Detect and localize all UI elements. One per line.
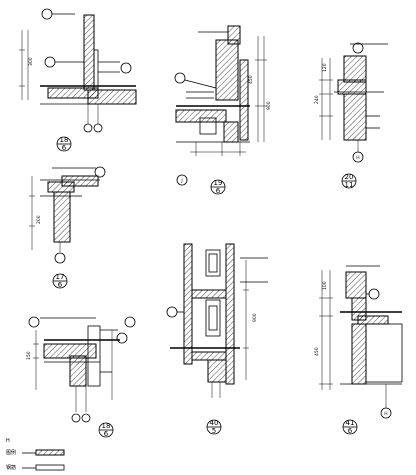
wall-section [215, 39, 239, 101]
axis-letter: J [180, 178, 182, 184]
axis-marker [71, 413, 81, 423]
dim-text: 450 [248, 75, 254, 84]
dim-text: 900 [266, 101, 272, 110]
legend-label-2: 钢筋 [6, 464, 16, 471]
axis-marker [54, 252, 66, 264]
detail-number: 20 [345, 173, 354, 181]
detail-number: 18 [60, 136, 69, 144]
dim-text: 450 [314, 347, 320, 356]
axis-marker [93, 123, 103, 133]
detail-number: 40 [210, 419, 219, 427]
axis-letter: H [356, 155, 359, 161]
dim-text: 150 [26, 351, 32, 360]
detail-callout [120, 62, 132, 74]
dim-text: 300 [28, 57, 34, 66]
detail-sheet: 6 [58, 281, 63, 289]
window-frame [205, 299, 221, 337]
detail-number: 19 [214, 179, 223, 187]
detail-20-top-right: 240 120 H 20 11 [314, 42, 388, 189]
detail-41-bottom-right: 450 100 H 41 6 [314, 265, 403, 435]
dim-text: 240 [314, 95, 320, 104]
legend-title: H [6, 438, 10, 444]
detail-callout [94, 166, 106, 178]
detail-sheet: 6 [62, 144, 67, 152]
detail-sheet: 11 [345, 181, 354, 189]
floor-slab [175, 109, 227, 123]
detail-sheet: 6 [348, 427, 353, 435]
axis-marker [83, 123, 93, 133]
detail-sheet: 5 [212, 427, 216, 435]
window-frame [205, 249, 221, 277]
detail-callout [124, 316, 136, 328]
wall-section [183, 243, 193, 365]
floor-slab [357, 315, 389, 325]
legend-swatch-outline [35, 464, 65, 471]
detail-40-bottom-center: 900 40 5 [166, 243, 268, 435]
wall-section [343, 93, 367, 141]
floor-slab [191, 351, 227, 361]
dim-text: 200 [36, 215, 42, 224]
wall-section [53, 191, 71, 243]
parapet-section [343, 55, 367, 83]
dim-text: 120 [322, 63, 328, 72]
detail-callout [166, 306, 178, 318]
detail-17-mid-left: 200 17 6 [29, 166, 106, 289]
detail-callout [352, 42, 364, 54]
detail-sheet: 6 [216, 187, 221, 195]
axis-marker [176, 174, 188, 186]
wall-section [351, 323, 367, 385]
detail-number: 18 [102, 422, 111, 430]
detail-callout [174, 72, 186, 84]
axis-letter: H [384, 411, 387, 417]
legend-label-1: 图例 [6, 449, 16, 456]
axis-marker [380, 407, 392, 419]
axis-marker [352, 151, 364, 163]
window-frame [199, 117, 217, 135]
axis-marker [81, 413, 91, 423]
detail-callout [116, 332, 128, 344]
detail-callout [44, 56, 56, 68]
detail-number: 17 [56, 273, 65, 281]
detail-callout [28, 316, 40, 328]
detail-number: 41 [346, 419, 355, 427]
wall-section [83, 14, 95, 91]
detail-sheet: 6 [104, 430, 109, 438]
dim-text: 100 [322, 281, 328, 290]
detail-callout [368, 288, 380, 300]
legend-swatch-hatch [35, 449, 65, 456]
section-marker [41, 8, 53, 20]
detail-18-bottom-left: 150 18 6 [26, 316, 136, 438]
window-frame [365, 323, 403, 383]
parapet-section [345, 271, 367, 299]
dim-text: 900 [252, 313, 258, 322]
legend: H 图例 钢筋 [6, 438, 65, 471]
detail-19-top-center: 900 450 J 19 6 [174, 25, 272, 195]
detail-18-top-left: 300 18 6 [19, 8, 137, 152]
wall-section [69, 355, 87, 387]
